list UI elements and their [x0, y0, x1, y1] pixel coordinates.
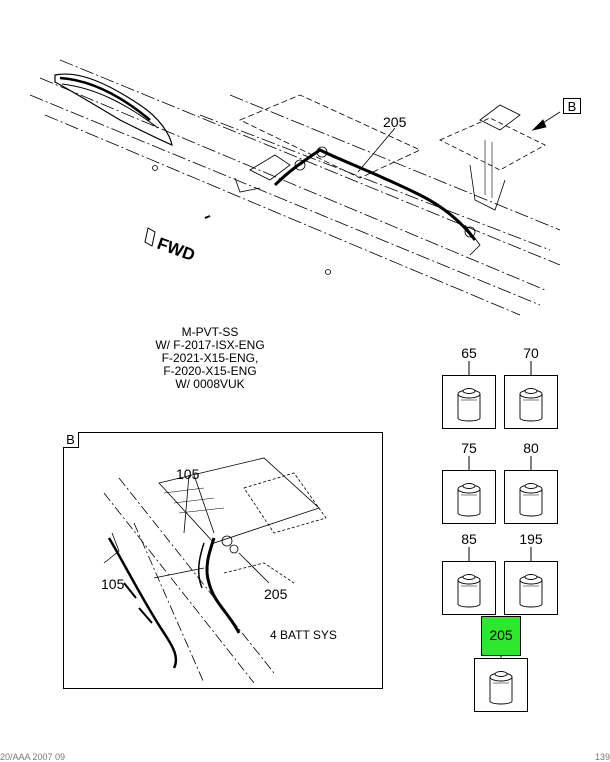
- part-number-label: 80: [523, 440, 539, 456]
- callout-205: 205: [383, 114, 407, 130]
- note-line: F-2021-X15-ENG,: [161, 351, 259, 365]
- part-tile-205[interactable]: [474, 658, 528, 712]
- part-number-label: 75: [461, 440, 477, 456]
- detail-caption: 4 BATT SYS: [270, 628, 337, 642]
- part-number-label: 65: [461, 345, 477, 361]
- highlighted-part-label[interactable]: 205: [481, 616, 521, 656]
- connector-icon: [489, 671, 513, 705]
- footer-id: 20/AAA 2007 09: [0, 752, 66, 762]
- connector-icon: [519, 388, 543, 422]
- part-tile-195[interactable]: [504, 561, 558, 615]
- application-note: M-PVT-SS W/ F-2017-ISX-ENG F-2021-X15-EN…: [130, 326, 290, 391]
- part-number-label: 85: [461, 531, 477, 547]
- detail-b-illustration: [103, 457, 327, 684]
- part-tile-80[interactable]: [504, 470, 558, 524]
- part-tile-85[interactable]: [442, 561, 496, 615]
- connector-icon: [519, 574, 543, 608]
- note-line: W/ 0008VUK: [175, 377, 245, 391]
- callout-205: 205: [264, 586, 288, 602]
- part-number-label: 195: [519, 531, 543, 547]
- view-b-marker: B: [563, 98, 581, 114]
- connector-icon: [457, 388, 481, 422]
- connector-icon: [457, 574, 481, 608]
- main-isometric-view: 205 FWD: [29, 59, 561, 316]
- detail-b-letter: B: [63, 432, 79, 448]
- part-tile-75[interactable]: [442, 470, 496, 524]
- footer-page: 139: [594, 752, 610, 762]
- detail-b-frame: [63, 432, 383, 689]
- part-tile-70[interactable]: [504, 375, 558, 429]
- callout-105: 105: [101, 576, 125, 592]
- connector-icon: [519, 483, 543, 517]
- part-tile-65[interactable]: [442, 375, 496, 429]
- part-number-label: 70: [523, 345, 539, 361]
- note-line: F-2020-X15-ENG: [163, 364, 257, 378]
- callout-105: 105: [176, 466, 200, 482]
- note-line: W/ F-2017-ISX-ENG: [155, 338, 265, 352]
- connector-icon: [457, 483, 481, 517]
- note-line: M-PVT-SS: [181, 325, 239, 339]
